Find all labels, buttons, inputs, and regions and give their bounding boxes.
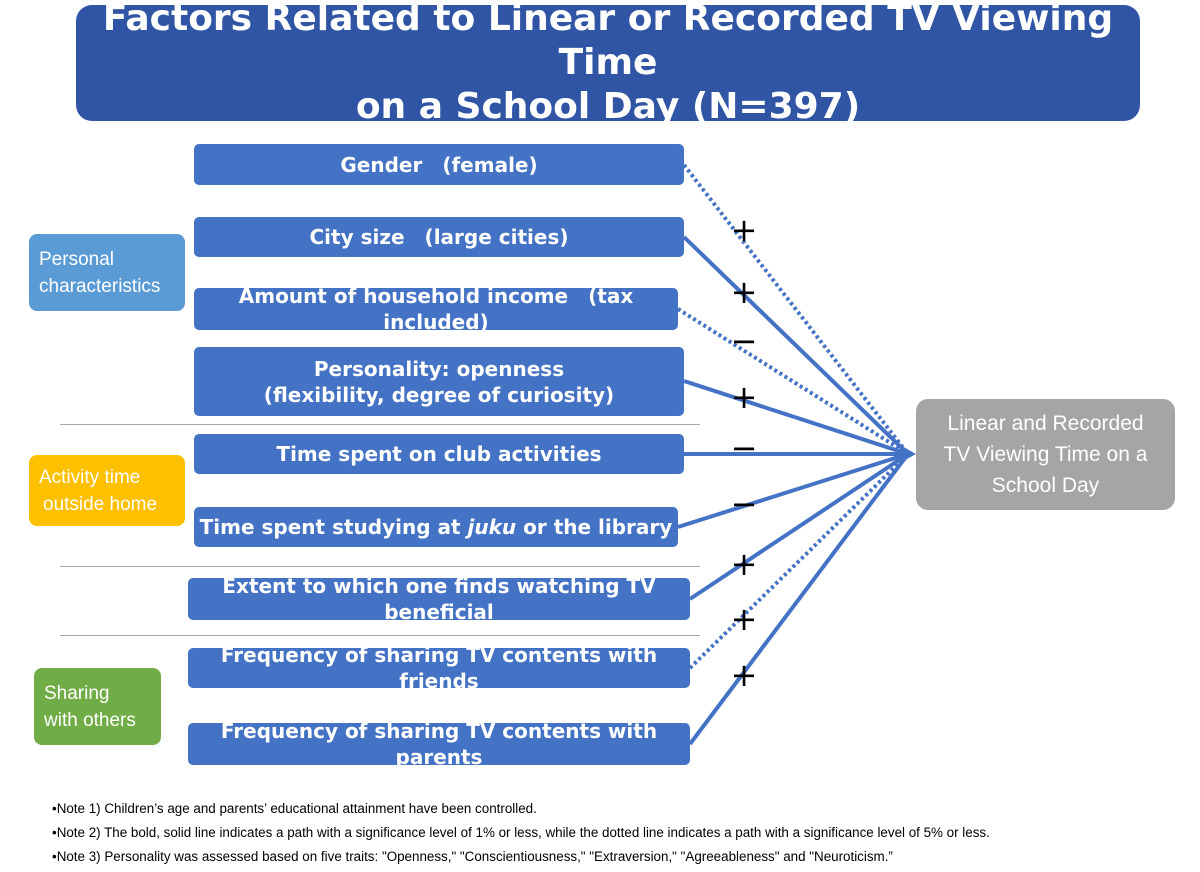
path-line-juku [677, 452, 909, 529]
outcome-tv-viewing-time: Linear and Recorded TV Viewing Time on a… [916, 399, 1175, 510]
factor-juku-post: or the library [516, 515, 673, 539]
sign-friends: + [730, 600, 758, 638]
factor-club-activities: Time spent on club activities [194, 434, 684, 474]
factor-juku-label: Time spent studying at juku or the libra… [194, 514, 678, 540]
sign-gender: + [730, 211, 758, 249]
note-1: •Note 1) Children’s age and parents’ edu… [52, 801, 537, 816]
path-line-parents [688, 452, 910, 746]
category-personal-characteristics: Personal characteristics [29, 234, 185, 311]
category-personal-line-1: Personal [39, 248, 114, 270]
sign-personality: + [730, 378, 758, 416]
sign-city: + [730, 273, 758, 311]
path-line-city [682, 235, 910, 456]
factor-personality-line-2: (flexibility, degree of curiosity) [263, 382, 615, 407]
path-line-income [676, 307, 910, 456]
factor-tv-beneficial: Extent to which one finds watching TV be… [188, 574, 690, 624]
path-line-personality [683, 379, 909, 456]
sign-club: − [730, 429, 758, 467]
path-line-friends [688, 452, 910, 670]
factor-gender-label: Gender (female) [340, 152, 538, 177]
factor-city-size: City size (large cities) [194, 217, 684, 257]
category-activity-line-2: outside home [43, 493, 158, 515]
factor-sharing-parents: Frequency of sharing TV contents with pa… [188, 719, 690, 769]
factor-gender: Gender (female) [194, 144, 684, 185]
category-sharing-line-2: with others [44, 709, 136, 731]
separator-2 [60, 566, 700, 567]
factor-city-label: City size (large cities) [309, 225, 569, 249]
factor-income-label: Amount of household income (tax included… [238, 284, 634, 334]
outcome-line-2: TV Viewing Time on a [943, 443, 1148, 466]
factor-juku-italic: juku [467, 515, 517, 539]
sign-juku: − [730, 485, 758, 523]
sign-income: − [730, 322, 758, 360]
title-line-2: on a School Day (N=397) [355, 86, 861, 127]
factor-juku-pre: Time spent studying at [199, 515, 468, 539]
arrowhead [900, 445, 916, 463]
category-sharing-with-others: Sharing with others [34, 668, 161, 745]
factor-friends-label: Frequency of sharing TV contents with fr… [220, 643, 658, 693]
category-sharing-line-1: Sharing [44, 682, 110, 704]
separator-3 [60, 635, 700, 636]
factor-club-label: Time spent on club activities [276, 442, 602, 466]
outcome-line-1: Linear and Recorded [947, 412, 1144, 435]
factor-beneficial-label: Extent to which one finds watching TV be… [222, 574, 656, 624]
outcome-line-3: School Day [991, 474, 1100, 497]
factor-personality-line-1: Personality: openness [313, 356, 565, 381]
factor-sharing-friends: Frequency of sharing TV contents with fr… [188, 643, 690, 693]
factor-personality-openness: Personality: openness (flexibility, degr… [194, 347, 684, 416]
note-3: •Note 3) Personality was assessed based … [52, 849, 893, 864]
factor-juku-library: Time spent studying at juku or the libra… [194, 507, 678, 547]
title-line-1: Factors Related to Linear or Recorded TV… [102, 0, 1114, 83]
sign-beneficial: + [730, 545, 758, 583]
separator-1 [60, 424, 700, 425]
note-2: •Note 2) The bold, solid line indicates … [52, 825, 990, 840]
notes: •Note 1) Children’s age and parents’ edu… [52, 797, 1172, 869]
category-activity-line-1: Activity time [39, 466, 141, 488]
path-line-beneficial [688, 452, 910, 601]
factor-household-income: Amount of household income (tax included… [194, 284, 678, 334]
category-activity-time: Activity time outside home [29, 455, 185, 526]
path-line-gender [682, 163, 910, 456]
sign-parents: + [730, 656, 758, 694]
category-personal-line-2: characteristics [39, 275, 161, 297]
factor-parents-label: Frequency of sharing TV contents with pa… [220, 719, 658, 769]
diagram-title: Factors Related to Linear or Recorded TV… [76, 0, 1140, 127]
